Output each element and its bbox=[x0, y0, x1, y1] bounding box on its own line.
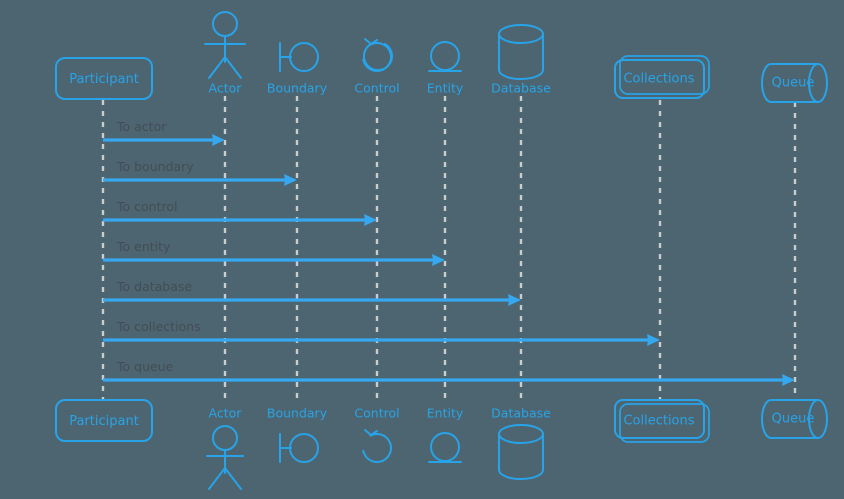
participant-header-entity[interactable]: Entity bbox=[427, 41, 464, 96]
participant-label-database-bottom: Database bbox=[491, 406, 551, 421]
message-to-queue[interactable]: To queue bbox=[103, 359, 795, 386]
participant-header-queue[interactable]: Queue bbox=[761, 63, 828, 103]
participant-label-participant: Participant bbox=[69, 72, 139, 87]
control-icon bbox=[362, 429, 392, 463]
database-cylinder-icon bbox=[498, 424, 544, 480]
participant-label-control-bottom: Control bbox=[354, 406, 399, 421]
participant-label-collections-bottom: Collections bbox=[623, 414, 694, 429]
message-label-to-boundary: To boundary bbox=[116, 159, 194, 174]
participant-label-actor-bottom: Actor bbox=[209, 406, 243, 421]
entity-icon bbox=[428, 41, 462, 72]
participant-label-participant-bottom: Participant bbox=[69, 414, 139, 429]
message-to-boundary[interactable]: To boundary bbox=[103, 159, 297, 186]
message-label-to-database: To database bbox=[116, 279, 192, 294]
boundary-icon bbox=[279, 42, 319, 72]
message-to-control[interactable]: To control bbox=[103, 199, 377, 226]
boundary-icon bbox=[279, 433, 319, 463]
message-to-entity[interactable]: To entity bbox=[103, 239, 445, 266]
participant-header-database[interactable]: Database bbox=[491, 24, 551, 96]
participant-label-control: Control bbox=[354, 81, 399, 96]
message-label-to-entity: To entity bbox=[116, 239, 171, 254]
message-label-to-queue: To queue bbox=[116, 359, 174, 374]
participant-footer-database[interactable]: Database bbox=[491, 406, 551, 480]
participant-header-control[interactable]: Control bbox=[354, 38, 400, 96]
rounded-rect-icon bbox=[55, 57, 153, 100]
entity-icon bbox=[428, 432, 462, 463]
participant-header-participant[interactable]: Participant bbox=[55, 57, 153, 100]
arrowhead-icon bbox=[647, 334, 660, 346]
participant-label-queue-bottom: Queue bbox=[772, 412, 815, 427]
participant-footer-queue[interactable]: Queue bbox=[761, 399, 828, 439]
participant-label-entity-bottom: Entity bbox=[427, 406, 464, 421]
message-to-database[interactable]: To database bbox=[103, 279, 521, 306]
message-to-collections[interactable]: To collections bbox=[103, 319, 660, 346]
stacked-rect-icon bbox=[614, 399, 710, 443]
participant-footer-entity[interactable]: Entity bbox=[427, 406, 464, 463]
participant-footer-control[interactable]: Control bbox=[354, 406, 400, 467]
control-icon bbox=[362, 38, 393, 72]
arrowhead-icon bbox=[432, 254, 445, 266]
participant-label-database: Database bbox=[491, 81, 551, 96]
participant-label-collections: Collections bbox=[623, 72, 694, 87]
participant-label-queue: Queue bbox=[772, 76, 815, 91]
arrowhead-icon bbox=[212, 134, 225, 146]
horizontal-cylinder-icon bbox=[761, 399, 828, 439]
participant-footer-actor[interactable]: Actor bbox=[206, 406, 244, 490]
database-cylinder-icon bbox=[498, 24, 544, 80]
participant-footer-boundary[interactable]: Boundary bbox=[267, 406, 328, 463]
arrowhead-icon bbox=[364, 214, 377, 226]
stacked-rect-icon bbox=[614, 55, 710, 99]
arrowhead-icon bbox=[508, 294, 521, 306]
message-label-to-actor: To actor bbox=[116, 119, 167, 134]
messages-group: To actor To boundary To control To entit… bbox=[103, 119, 795, 386]
horizontal-cylinder-icon bbox=[761, 63, 828, 103]
participant-footer-participant[interactable]: Participant bbox=[55, 399, 153, 442]
participant-header-collections[interactable]: Collections bbox=[614, 55, 710, 99]
participant-footer-collections[interactable]: Collections bbox=[614, 399, 710, 443]
message-label-to-control: To control bbox=[116, 199, 177, 214]
participant-label-entity: Entity bbox=[427, 81, 464, 96]
participant-header-boundary[interactable]: Boundary bbox=[267, 42, 328, 96]
message-to-actor[interactable]: To actor bbox=[103, 119, 225, 146]
participant-label-boundary-bottom: Boundary bbox=[267, 406, 328, 421]
participant-header-actor[interactable]: Actor bbox=[204, 11, 246, 96]
lifelines-group bbox=[101, 96, 797, 404]
participant-label-actor: Actor bbox=[209, 81, 243, 96]
participant-label-boundary: Boundary bbox=[267, 81, 328, 96]
arrowhead-icon bbox=[284, 174, 297, 186]
message-label-to-collections: To collections bbox=[116, 319, 201, 334]
rounded-rect-icon bbox=[55, 399, 153, 442]
stick-figure-icon bbox=[206, 425, 244, 490]
arrowhead-icon bbox=[782, 374, 795, 386]
stick-figure-icon bbox=[204, 11, 246, 79]
